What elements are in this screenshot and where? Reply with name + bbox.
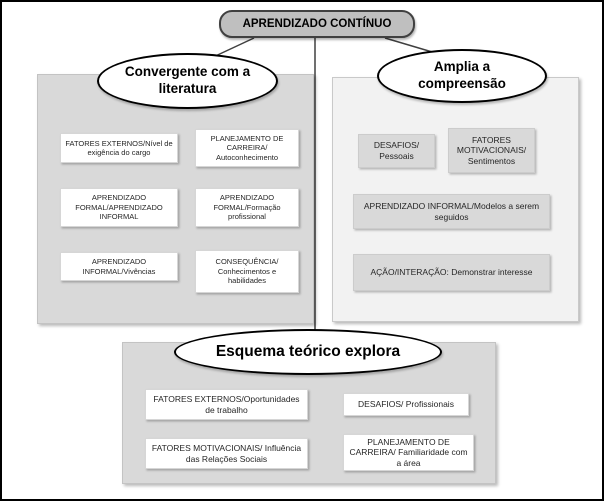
root-node-aprendizado-continuo: APRENDIZADO CONTÍNUO (219, 10, 415, 38)
group-panel-convergente: FATORES EXTERNOS/Nível de exigência do c… (37, 74, 314, 324)
group-panel-amplia: DESAFIOS/ Pessoais FATORES MOTIVACIONAIS… (332, 77, 579, 322)
group-title-label: Amplia a compreensão (418, 59, 506, 91)
diagram-box: APRENDIZADO FORMAL/Formação profissional (195, 188, 299, 227)
diagram-box: FATORES EXTERNOS/Oportunidades de trabal… (145, 389, 308, 420)
diagram-box: DESAFIOS/ Pessoais (358, 134, 435, 168)
group-title-label: Esquema teórico explora (215, 343, 401, 360)
diagram-box: PLANEJAMENTO DE CARREIRA/ Familiaridade … (343, 434, 474, 471)
diagram-box: APRENDIZADO INFORMAL/Modelos a serem seg… (353, 194, 550, 229)
diagram-box: AÇÃO/INTERAÇÃO: Demonstrar interesse (353, 254, 550, 291)
diagram-box: FATORES EXTERNOS/Nível de exigência do c… (60, 133, 178, 163)
diagram-box: DESAFIOS/ Profissionais (343, 393, 469, 416)
group-title-convergente: Convergente com a literatura (97, 53, 278, 109)
diagram-box: APRENDIZADO FORMAL/APRENDIZADO INFORMAL (60, 188, 178, 227)
diagram-box: APRENDIZADO INFORMAL/Vivências (60, 252, 178, 281)
diagram-box: CONSEQUÊNCIA/ Conhecimentos e habilidade… (195, 250, 299, 293)
group-title-amplia: Amplia a compreensão (377, 49, 547, 103)
diagram-box: PLANEJAMENTO DE CARREIRA/ Autoconhecimen… (195, 129, 299, 167)
diagram-box: FATORES MOTIVACIONAIS/ Influência das Re… (145, 438, 308, 469)
diagram-box: FATORES MOTIVACIONAIS/ Sentimentos (448, 128, 535, 173)
group-title-esquema: Esquema teórico explora (174, 329, 442, 375)
group-title-label: Convergente com a literatura (124, 64, 251, 96)
root-node-label: APRENDIZADO CONTÍNUO (242, 18, 392, 30)
